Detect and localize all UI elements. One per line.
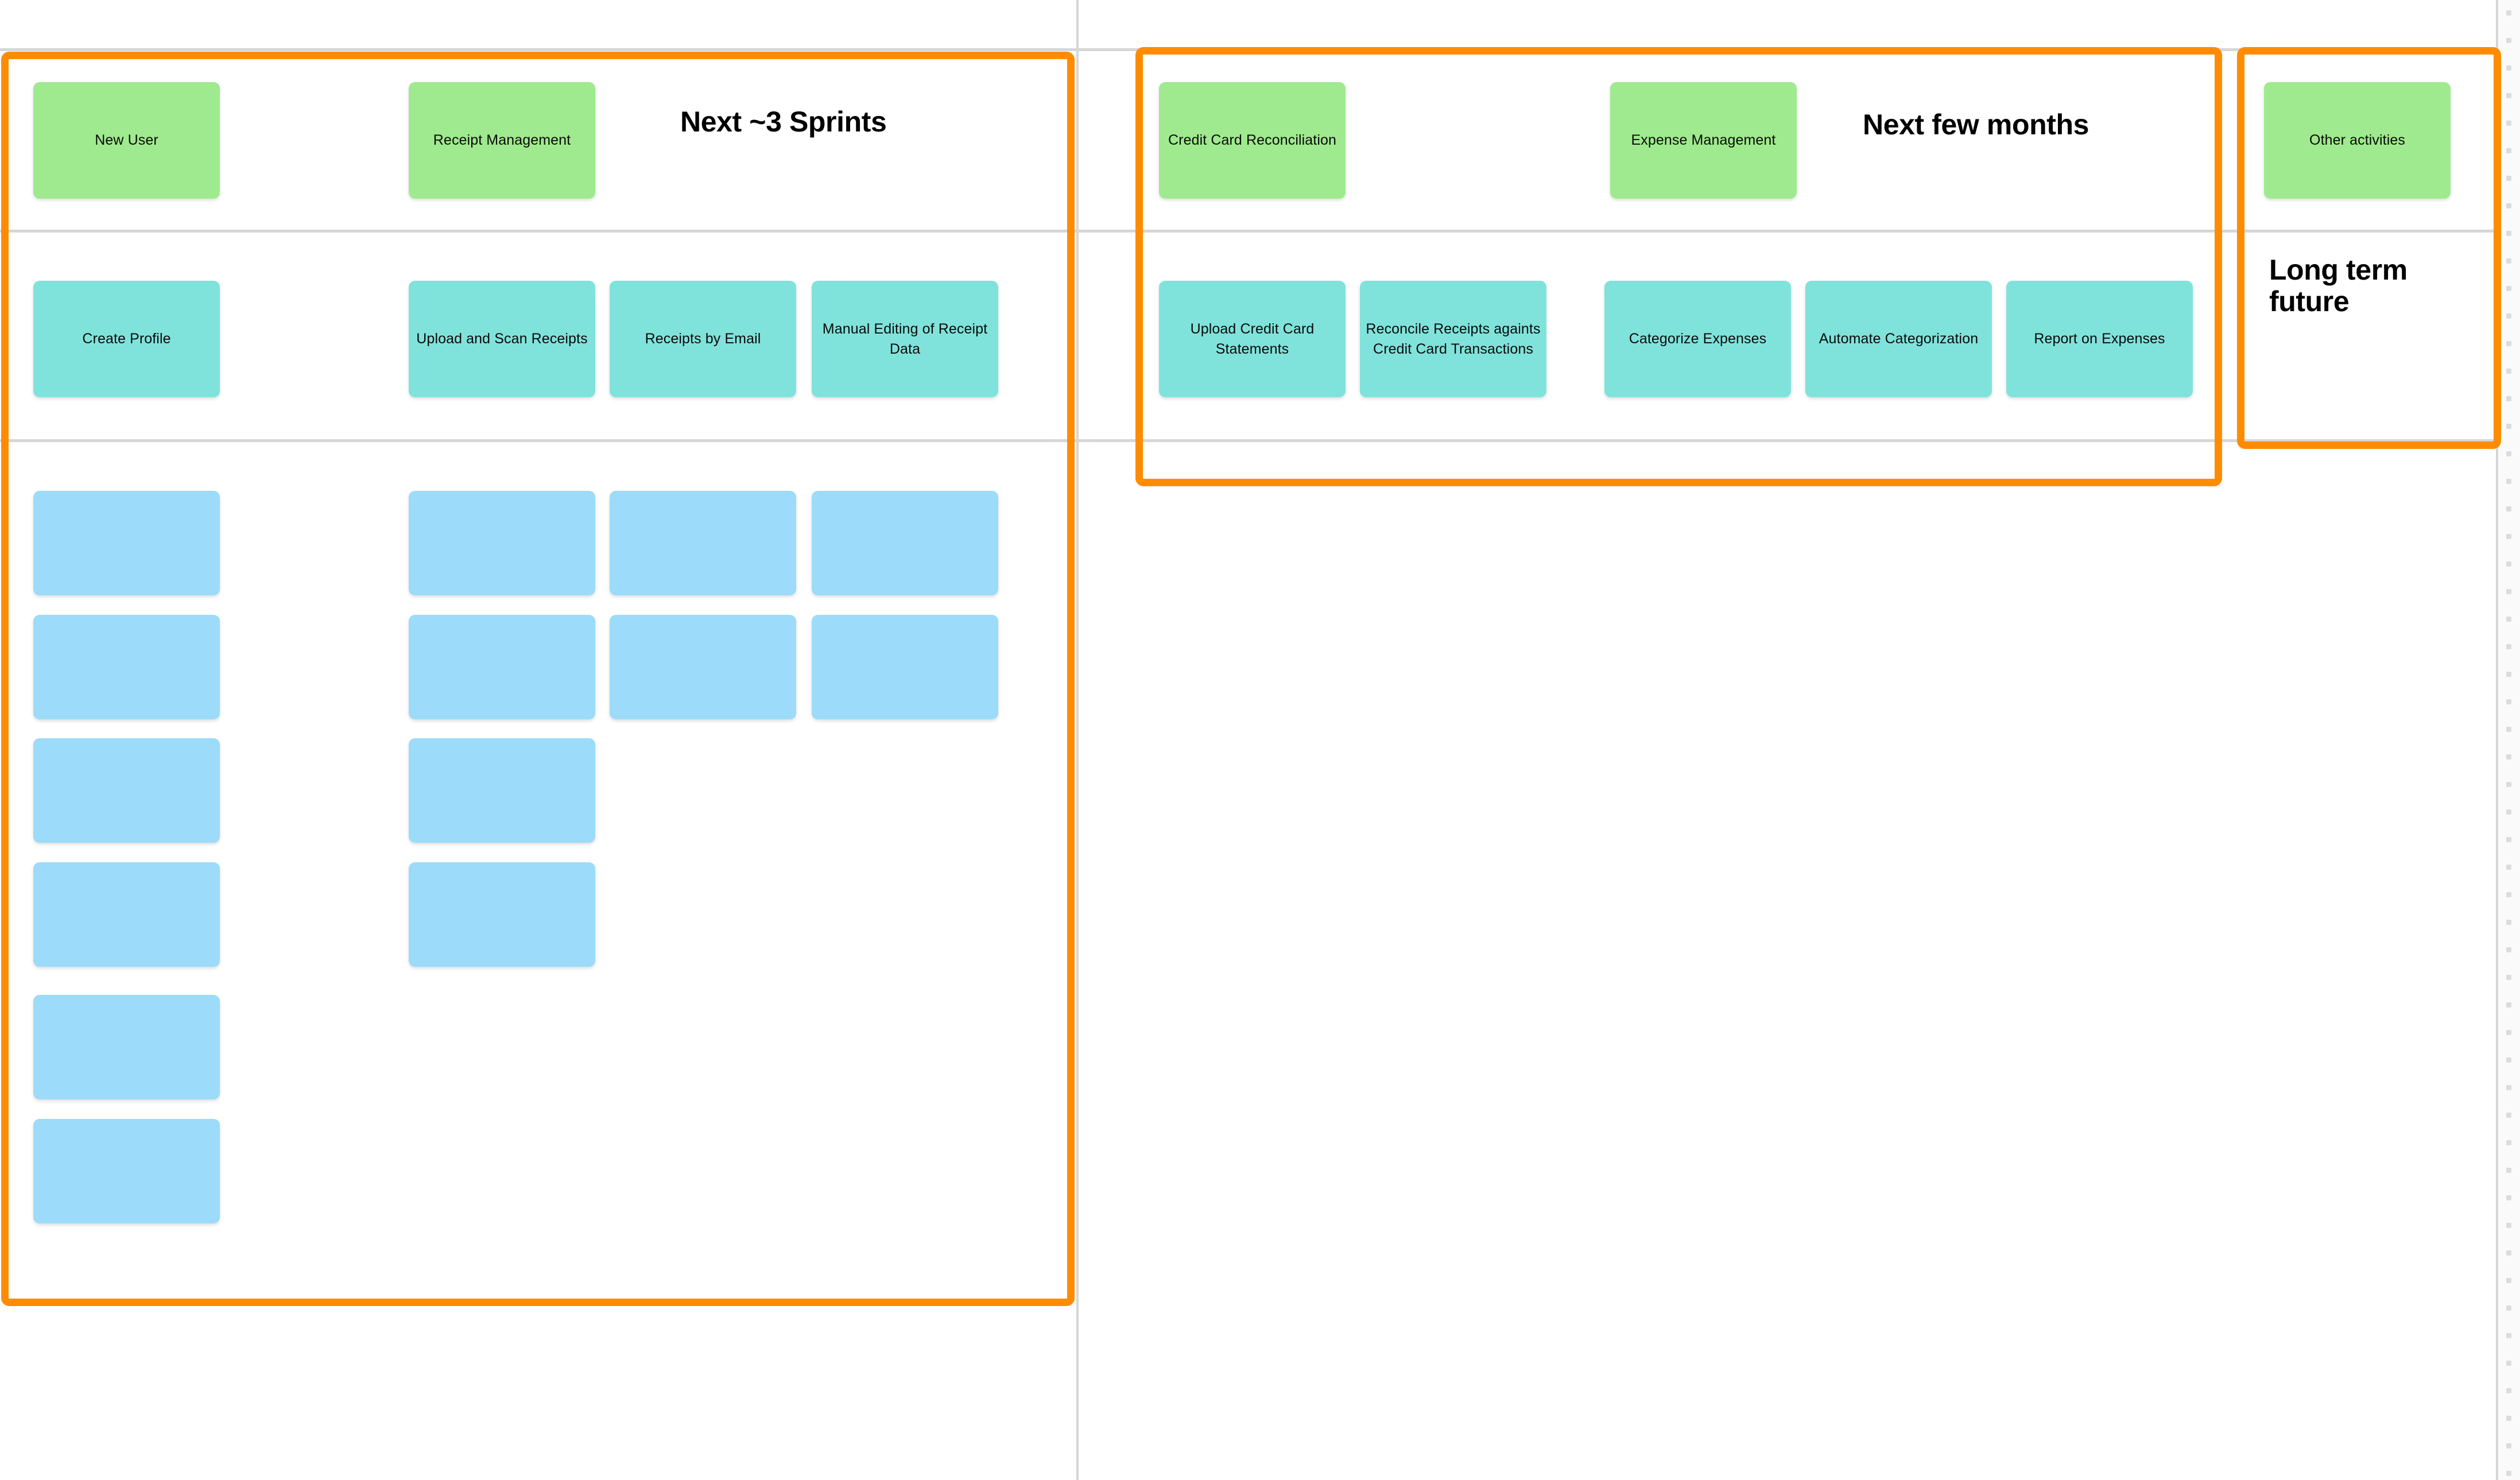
column-divider-0 (1076, 0, 1079, 1480)
rail-tick (2506, 644, 2511, 649)
rail-tick (2506, 1333, 2511, 1338)
rail-tick (2506, 148, 2511, 153)
rail-tick (2506, 1416, 2511, 1421)
story-card[interactable] (409, 491, 595, 595)
epic-card[interactable]: Expense Management (1610, 82, 1797, 199)
rail-tick (2506, 93, 2511, 98)
epic-card[interactable]: Receipt Management (409, 82, 595, 199)
rail-tick (2506, 424, 2511, 429)
rail-tick (2506, 975, 2511, 980)
rail-tick (2506, 10, 2511, 16)
lane-divider-1 (0, 230, 2498, 233)
feature-card[interactable]: Upload Credit Card Statements (1159, 281, 1346, 397)
story-card[interactable] (33, 738, 220, 843)
rail-tick (2506, 231, 2511, 236)
rail-tick (2506, 782, 2511, 787)
rail-tick (2506, 1361, 2511, 1366)
rail-tick (2506, 1002, 2511, 1008)
rail-tick (2506, 1278, 2511, 1283)
rail-tick (2506, 341, 2511, 346)
rail-tick (2506, 506, 2511, 512)
story-card[interactable] (812, 615, 998, 719)
rail-tick (2506, 1223, 2511, 1228)
rail-tick (2506, 313, 2511, 319)
section-title-next-few-months: Next few months (1863, 109, 2089, 141)
rail-tick (2506, 727, 2511, 732)
rail-tick (2506, 479, 2511, 484)
rail-tick (2506, 65, 2511, 71)
rail-tick (2506, 1388, 2511, 1393)
rail-tick (2506, 451, 2511, 456)
story-card[interactable] (33, 995, 220, 1099)
rail-tick (2506, 176, 2511, 181)
story-card[interactable] (409, 738, 595, 843)
rail-tick (2506, 589, 2511, 594)
feature-card[interactable]: Receipts by Email (610, 281, 796, 397)
rail-tick (2506, 369, 2511, 374)
rail-tick (2506, 396, 2511, 401)
rail-tick (2506, 754, 2511, 760)
feature-card[interactable]: Report on Expenses (2006, 281, 2193, 397)
story-card[interactable] (33, 615, 220, 719)
story-card[interactable] (33, 862, 220, 967)
story-card[interactable] (812, 491, 998, 595)
rail-tick (2506, 672, 2511, 677)
rail-tick (2506, 121, 2511, 126)
rail-tick (2506, 258, 2511, 264)
story-card[interactable] (610, 615, 796, 719)
rail-tick (2506, 1168, 2511, 1173)
rail-tick (2506, 837, 2511, 842)
feature-card[interactable]: Upload and Scan Receipts (409, 281, 595, 397)
rail-tick (2506, 1471, 2511, 1476)
rail-tick (2506, 1057, 2511, 1063)
story-card[interactable] (33, 491, 220, 595)
board-scroll-rail[interactable] (2496, 0, 2520, 1480)
rail-tick (2506, 809, 2511, 815)
feature-card[interactable]: Categorize Expenses (1604, 281, 1791, 397)
feature-card[interactable]: Create Profile (33, 281, 220, 397)
rail-tick (2506, 534, 2511, 539)
epic-card[interactable]: Credit Card Reconciliation (1159, 82, 1346, 199)
feature-card[interactable]: Manual Editing of Receipt Data (812, 281, 998, 397)
epic-card[interactable]: New User (33, 82, 220, 199)
rail-tick (2506, 203, 2511, 208)
story-card[interactable] (610, 491, 796, 595)
epic-card[interactable]: Other activities (2264, 82, 2451, 199)
lane-divider-0 (0, 48, 2498, 51)
rail-tick (2506, 947, 2511, 952)
rail-tick (2506, 920, 2511, 925)
rail-tick (2506, 1305, 2511, 1311)
rail-tick (2506, 38, 2511, 43)
rail-tick (2506, 1250, 2511, 1256)
rail-tick (2506, 286, 2511, 291)
rail-tick (2506, 1085, 2511, 1090)
rail-tick (2506, 1030, 2511, 1035)
rail-tick (2506, 892, 2511, 897)
story-card[interactable] (33, 1119, 220, 1223)
section-title-long-term: Long term future (2269, 254, 2407, 317)
rail-tick (2506, 1140, 2511, 1145)
rail-tick (2506, 865, 2511, 870)
rail-tick (2506, 561, 2511, 567)
rail-tick (2506, 1113, 2511, 1118)
lane-divider-2 (0, 439, 2498, 442)
story-card[interactable] (409, 862, 595, 967)
rail-tick (2506, 617, 2511, 622)
rail-tick (2506, 1195, 2511, 1200)
rail-tick (2506, 699, 2511, 704)
feature-card[interactable]: Automate Categorization (1805, 281, 1992, 397)
section-title-next-3-sprints: Next ~3 Sprints (680, 106, 887, 138)
rail-tick (2506, 1443, 2511, 1448)
story-card[interactable] (409, 615, 595, 719)
feature-card[interactable]: Reconcile Receipts againts Credit Card T… (1360, 281, 1546, 397)
